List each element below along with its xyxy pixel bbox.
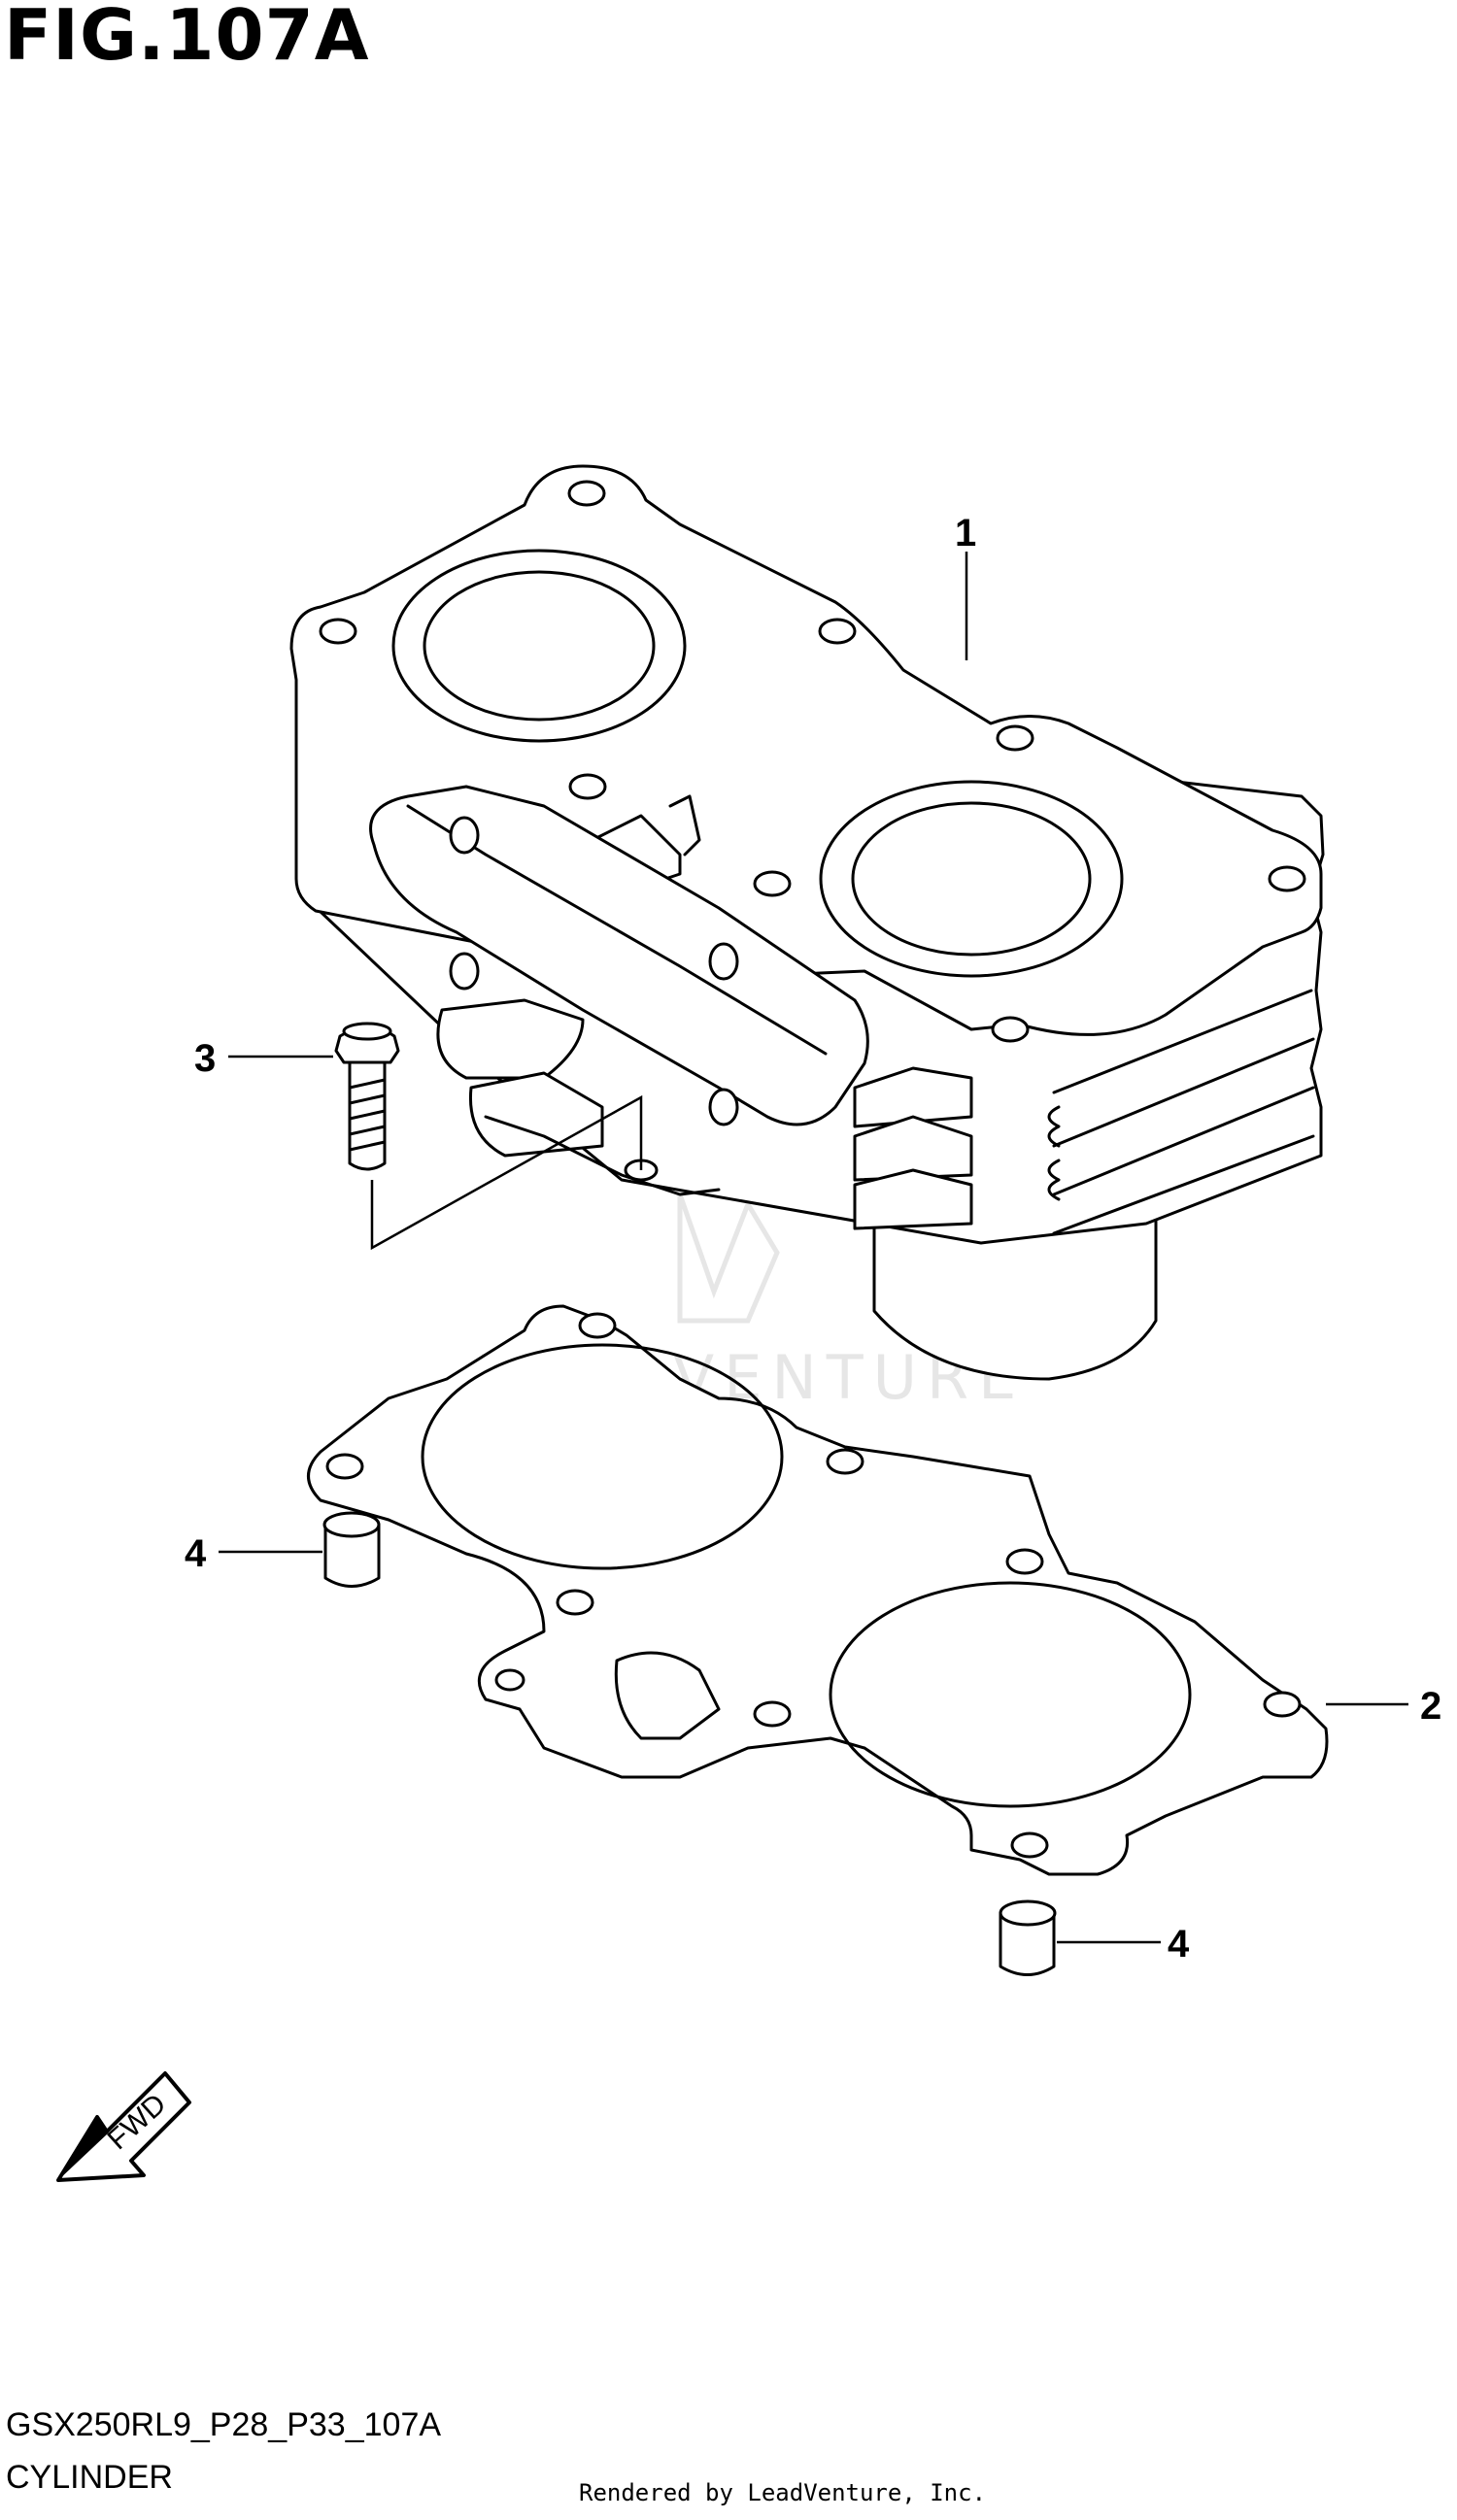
cylinder-bolt-drawing (334, 1022, 400, 1171)
callout-4-upper[interactable]: 4 (185, 1532, 207, 1575)
diagram-code: GSX250RL9_P28_P33_107A (6, 2406, 442, 2443)
dowel-pin-upper-drawing (322, 1511, 381, 1588)
forward-direction-arrow: FWD (56, 2071, 191, 2182)
callout-1[interactable]: 1 (955, 512, 976, 554)
dowel-pin-lower-drawing (999, 1899, 1057, 1976)
cylinder-gasket-drawing (307, 1304, 1329, 1876)
rendered-by-credit: Rendered by LeadVenture, Inc. (579, 2479, 987, 2506)
figure-title: FIG.107A (4, 0, 370, 76)
cylinder-block-drawing (289, 464, 1325, 1381)
callout-4-lower[interactable]: 4 (1168, 1923, 1190, 1966)
section-name: CYLINDER (6, 2459, 173, 2496)
callout-2[interactable]: 2 (1420, 1685, 1441, 1728)
callout-3[interactable]: 3 (194, 1037, 216, 1080)
bolt-guide-line (370, 1094, 643, 1251)
